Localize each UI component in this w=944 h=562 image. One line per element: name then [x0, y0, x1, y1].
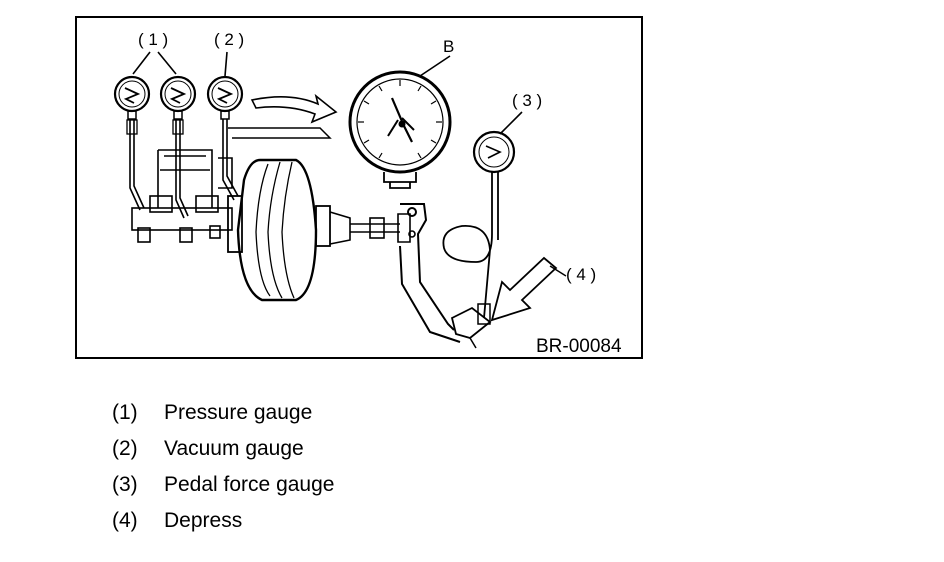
leader-lines	[132, 51, 523, 135]
legend-number: (1)	[112, 401, 138, 424]
legend-number: (3)	[112, 473, 138, 496]
brake-pedal-icon	[399, 203, 492, 349]
pressure-gauge-2-icon	[159, 75, 197, 219]
legend-number: (2)	[112, 437, 138, 460]
vacuum-gauge-icon	[206, 75, 332, 201]
push-rod-icon	[350, 213, 416, 243]
callout-4-label: ( 4 )	[566, 265, 596, 284]
callout-3-label: ( 3 )	[512, 91, 542, 110]
pressure-gauge-1-icon	[113, 75, 151, 211]
callout-1-label: ( 1 )	[138, 30, 168, 49]
figure-frame	[75, 16, 643, 359]
legend-text: Pressure gauge	[164, 401, 313, 424]
callout-2-label: ( 2 )	[214, 30, 244, 49]
figure-code: BR-00084	[536, 336, 622, 357]
legend-text: Depress	[164, 509, 243, 532]
arrow-to-gauge-b	[250, 93, 338, 124]
legend-text: Pedal force gauge	[164, 473, 335, 496]
callout-b-label: B	[443, 37, 454, 56]
brake-booster-icon	[227, 158, 351, 302]
pedal-force-gauge-icon	[442, 130, 516, 325]
gauge-b-icon	[348, 70, 452, 189]
leader-4	[549, 265, 567, 277]
legend-number: (4)	[112, 509, 138, 532]
legend-text: Vacuum gauge	[164, 437, 304, 460]
master-cylinder-icon	[131, 149, 233, 243]
depress-arrow	[490, 256, 558, 322]
